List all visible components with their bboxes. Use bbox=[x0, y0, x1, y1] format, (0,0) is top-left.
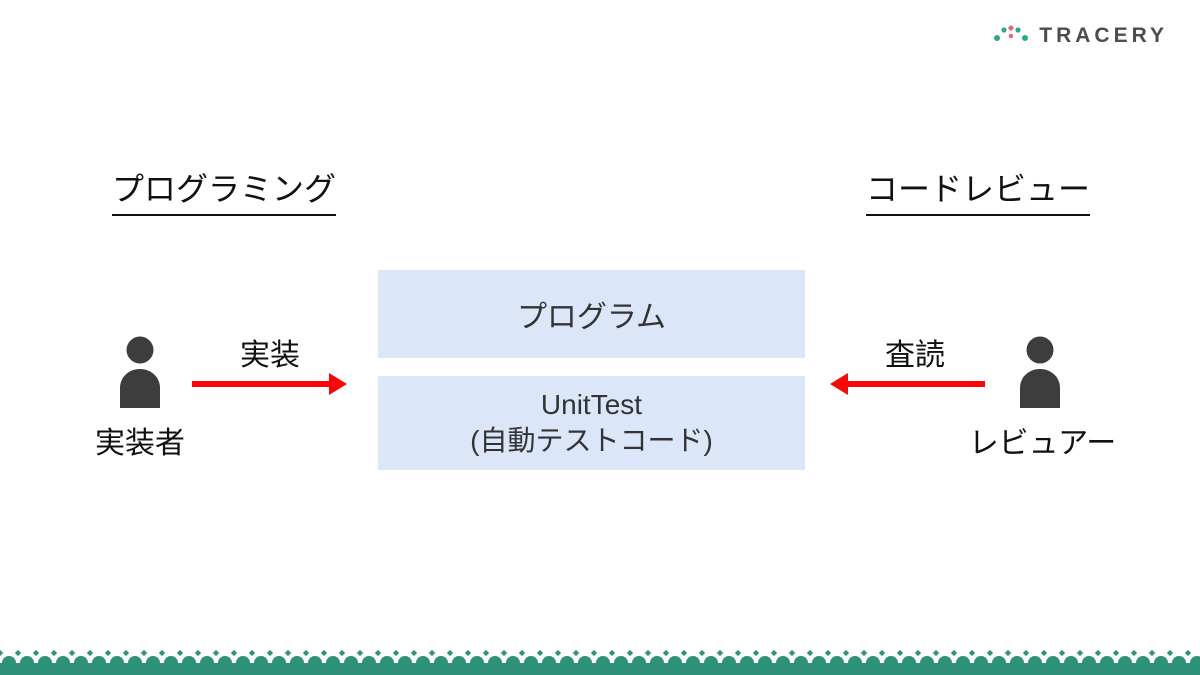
unittest-box: UnitTest (自動テストコード) bbox=[378, 376, 805, 470]
implementation-arrow-head bbox=[329, 373, 347, 395]
implementation-arrow bbox=[192, 373, 347, 395]
program-box-label: プログラム bbox=[516, 301, 667, 334]
review-arrow bbox=[830, 373, 985, 395]
review-arrow-head bbox=[830, 373, 848, 395]
review-arrow-label: 査読 bbox=[885, 339, 945, 372]
unittest-box-line1: UnitTest bbox=[540, 388, 643, 420]
reviewer-person-icon bbox=[1012, 336, 1068, 408]
decorative-lace-border bbox=[0, 641, 1200, 675]
implementation-arrow-label: 実装 bbox=[240, 339, 300, 372]
implementation-arrow-shaft bbox=[192, 381, 330, 387]
heading-programming: プログラミング bbox=[112, 171, 337, 217]
tracery-logo-icon bbox=[993, 22, 1029, 49]
tracery-logo: TRACERY bbox=[993, 22, 1168, 49]
implementer-person-icon bbox=[112, 336, 168, 408]
program-box: プログラム bbox=[378, 270, 805, 358]
review-arrow-shaft bbox=[847, 381, 985, 387]
unittest-box-line2: (自動テストコード) bbox=[470, 425, 713, 456]
implementer-label: 実装者 bbox=[95, 427, 185, 460]
heading-code-review: コードレビュー bbox=[866, 171, 1091, 217]
reviewer-label: レビュアー bbox=[968, 427, 1117, 460]
tracery-logo-text: TRACERY bbox=[1039, 23, 1168, 47]
